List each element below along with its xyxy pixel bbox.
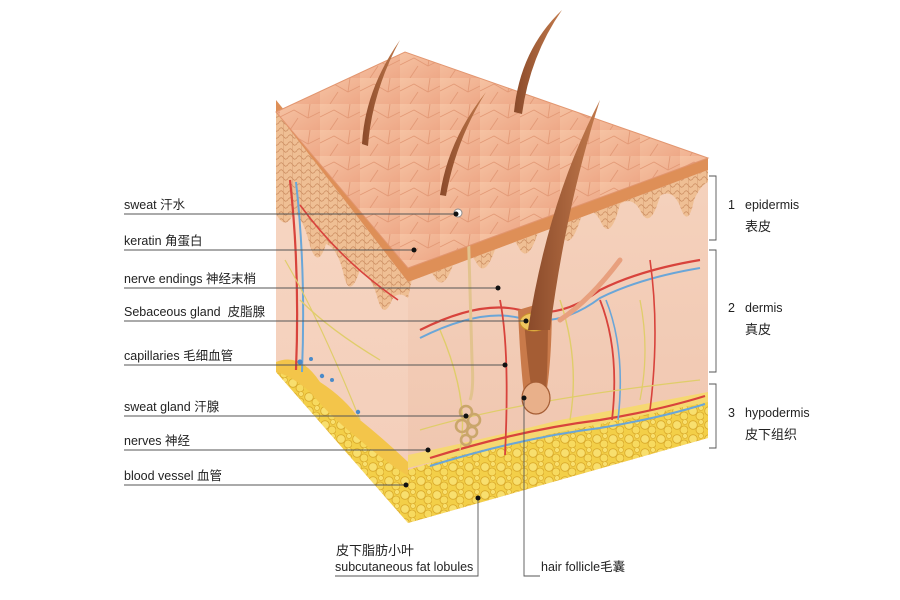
label-blood-vessel: blood vessel 血管 <box>124 469 222 483</box>
label-capillaries: capillaries 毛细血管 <box>124 349 234 363</box>
layer-epidermis-en: epidermis <box>745 198 800 212</box>
leader-lines <box>124 175 717 577</box>
label-sweat: sweat 汗水 <box>124 198 186 212</box>
label-hair-follicle: hair follicle毛囊 <box>541 560 626 574</box>
layer-3-number: 3 <box>728 406 735 420</box>
label-sweat-gland: sweat gland 汗腺 <box>124 400 220 414</box>
leader-dots <box>403 211 529 501</box>
label-nerve-endings: nerve endings 神经末梢 <box>124 272 257 286</box>
layer-epidermis-zh: 表皮 <box>745 219 772 234</box>
label-nerves: nerves 神经 <box>124 434 191 448</box>
layer-2-number: 2 <box>728 301 735 315</box>
layer-hypodermis-en: hypodermis <box>745 406 810 420</box>
layer-hypodermis-zh: 皮下组织 <box>745 427 798 442</box>
label-fat-lobules-zh: 皮下脂肪小叶 <box>336 543 415 558</box>
layer-dermis-zh: 真皮 <box>745 322 772 337</box>
hairs <box>362 10 600 330</box>
label-sebaceous-gland: Sebaceous gland 皮脂腺 <box>124 305 266 319</box>
label-fat-lobules-en: subcutaneous fat lobules <box>335 560 474 574</box>
label-keratin: keratin 角蛋白 <box>124 234 203 248</box>
layer-1-number: 1 <box>728 198 735 212</box>
layer-dermis-en: dermis <box>745 301 783 315</box>
